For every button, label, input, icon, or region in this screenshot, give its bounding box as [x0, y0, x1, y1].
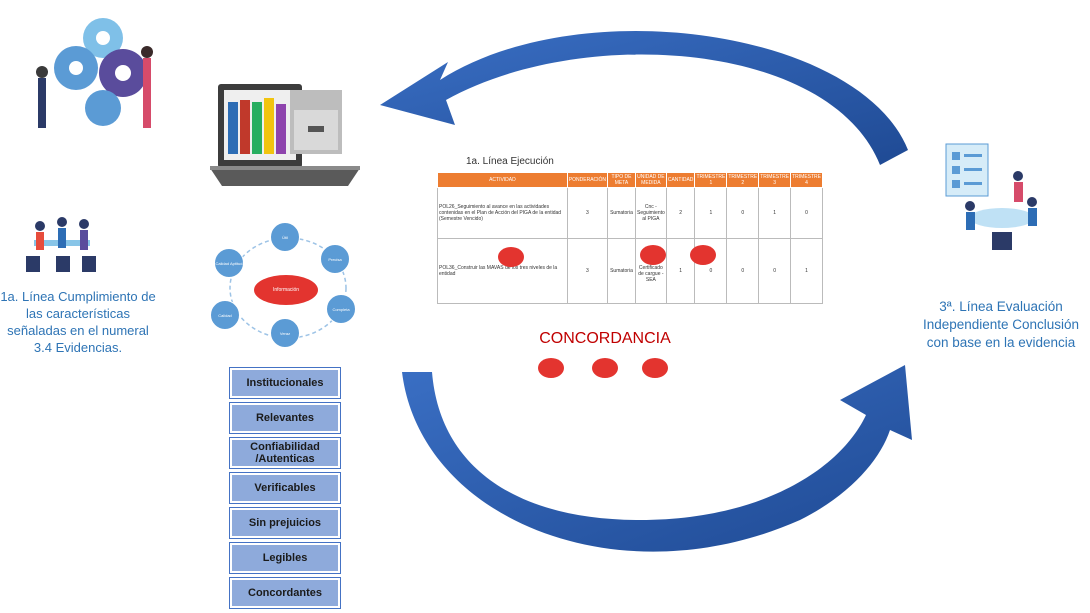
- header-ponderacion: PONDERACIÓN: [566, 172, 609, 188]
- header-trimestre-4: TRIMESTRE 4: [790, 172, 823, 188]
- evaluation-team-illustration: [945, 143, 1037, 250]
- cycle-node-precisa: Precisa: [320, 244, 350, 274]
- table-row: POL26_Seguimiento al avance en las activ…: [437, 187, 823, 239]
- first-line-caption: 1a. Línea Cumplimiento de las caracterís…: [0, 289, 156, 355]
- gears-team-illustration: [36, 18, 153, 128]
- attribute-concordantes: Concordantes: [230, 578, 340, 608]
- concordance-dot-2: [592, 358, 618, 378]
- marker-3: [690, 245, 716, 265]
- cycle-center-node: Información: [254, 275, 318, 305]
- execution-table-title: 1a. Línea Ejecución: [466, 156, 554, 167]
- cycle-node-completa: Completa: [326, 294, 356, 324]
- cycle-node-util: Útil: [270, 222, 300, 252]
- marker-2: [640, 245, 666, 265]
- cell-cantidad: 2: [665, 187, 696, 239]
- attribute-confiabilidad: Confiabilidad /Autenticas: [230, 438, 340, 468]
- attribute-verificables: Verificables: [230, 473, 340, 503]
- concordance-dot-1: [538, 358, 564, 378]
- table-header-row: ACTIVIDAD PONDERACIÓN TIPO DE META UNIDA…: [437, 172, 823, 188]
- attribute-legibles: Legibles: [230, 543, 340, 573]
- meeting-team-illustration: [26, 217, 96, 272]
- information-cycle: Información Útil Precisa Completa Veraz …: [208, 218, 368, 350]
- attribute-sin-prejuicios: Sin prejuicios: [230, 508, 340, 538]
- cell-trimestre-2: 0: [726, 187, 760, 239]
- header-tipo-meta: TIPO DE META: [607, 172, 636, 188]
- attribute-institucionales: Institucionales: [230, 368, 340, 398]
- header-trimestre-3: TRIMESTRE 3: [758, 172, 792, 188]
- table-row: POL36_Construir las MAVAS de los tres ni…: [437, 237, 823, 305]
- attribute-relevantes: Relevantes: [230, 403, 340, 433]
- cell-unidad-medida: Cnc - Seguimiento al PIGA: [634, 187, 667, 239]
- cell-tipo-meta: Sumatoria: [607, 237, 636, 305]
- marker-1: [498, 247, 524, 267]
- header-cantidad: CANTIDAD: [665, 172, 696, 188]
- cell-trimestre-4: 1: [790, 237, 823, 305]
- third-line-caption: 3ª. Línea Evaluación Independiente Concl…: [922, 299, 1080, 350]
- cell-trimestre-3: 1: [758, 187, 792, 239]
- cycle-node-calidad-aptitud: Calidad Aptitud: [214, 248, 244, 278]
- header-unidad-medida: UNIDAD DE MEDIDA: [634, 172, 667, 188]
- cell-ponderacion: 3: [566, 237, 609, 305]
- header-trimestre-1: TRIMESTRE 1: [694, 172, 728, 188]
- cell-cantidad: 1: [665, 237, 696, 305]
- execution-table: ACTIVIDAD PONDERACIÓN TIPO DE META UNIDA…: [437, 172, 823, 305]
- cell-trimestre-4: 0: [790, 187, 823, 239]
- cell-trimestre-1: 1: [694, 187, 728, 239]
- cell-ponderacion: 3: [566, 187, 609, 239]
- cell-trimestre-3: 0: [758, 237, 792, 305]
- laptop-archive-illustration: [210, 84, 360, 186]
- header-trimestre-2: TRIMESTRE 2: [726, 172, 760, 188]
- cell-trimestre-2: 0: [726, 237, 760, 305]
- cycle-node-veraz: Veraz: [270, 318, 300, 348]
- cycle-node-calidad: Calidad: [210, 300, 240, 330]
- top-arrow: [380, 30, 908, 165]
- cycle-arrows-graphic: [380, 30, 912, 552]
- concordance-label: CONCORDANCIA: [539, 330, 671, 347]
- header-actividad: ACTIVIDAD: [437, 172, 568, 188]
- attribute-list: Institucionales Relevantes Confiabilidad…: [230, 368, 340, 613]
- cell-tipo-meta: Sumatoria: [607, 187, 636, 239]
- bottom-arrow: [402, 365, 912, 552]
- concordance-dot-3: [642, 358, 668, 378]
- cell-actividad: POL26_Seguimiento al avance en las activ…: [437, 187, 568, 239]
